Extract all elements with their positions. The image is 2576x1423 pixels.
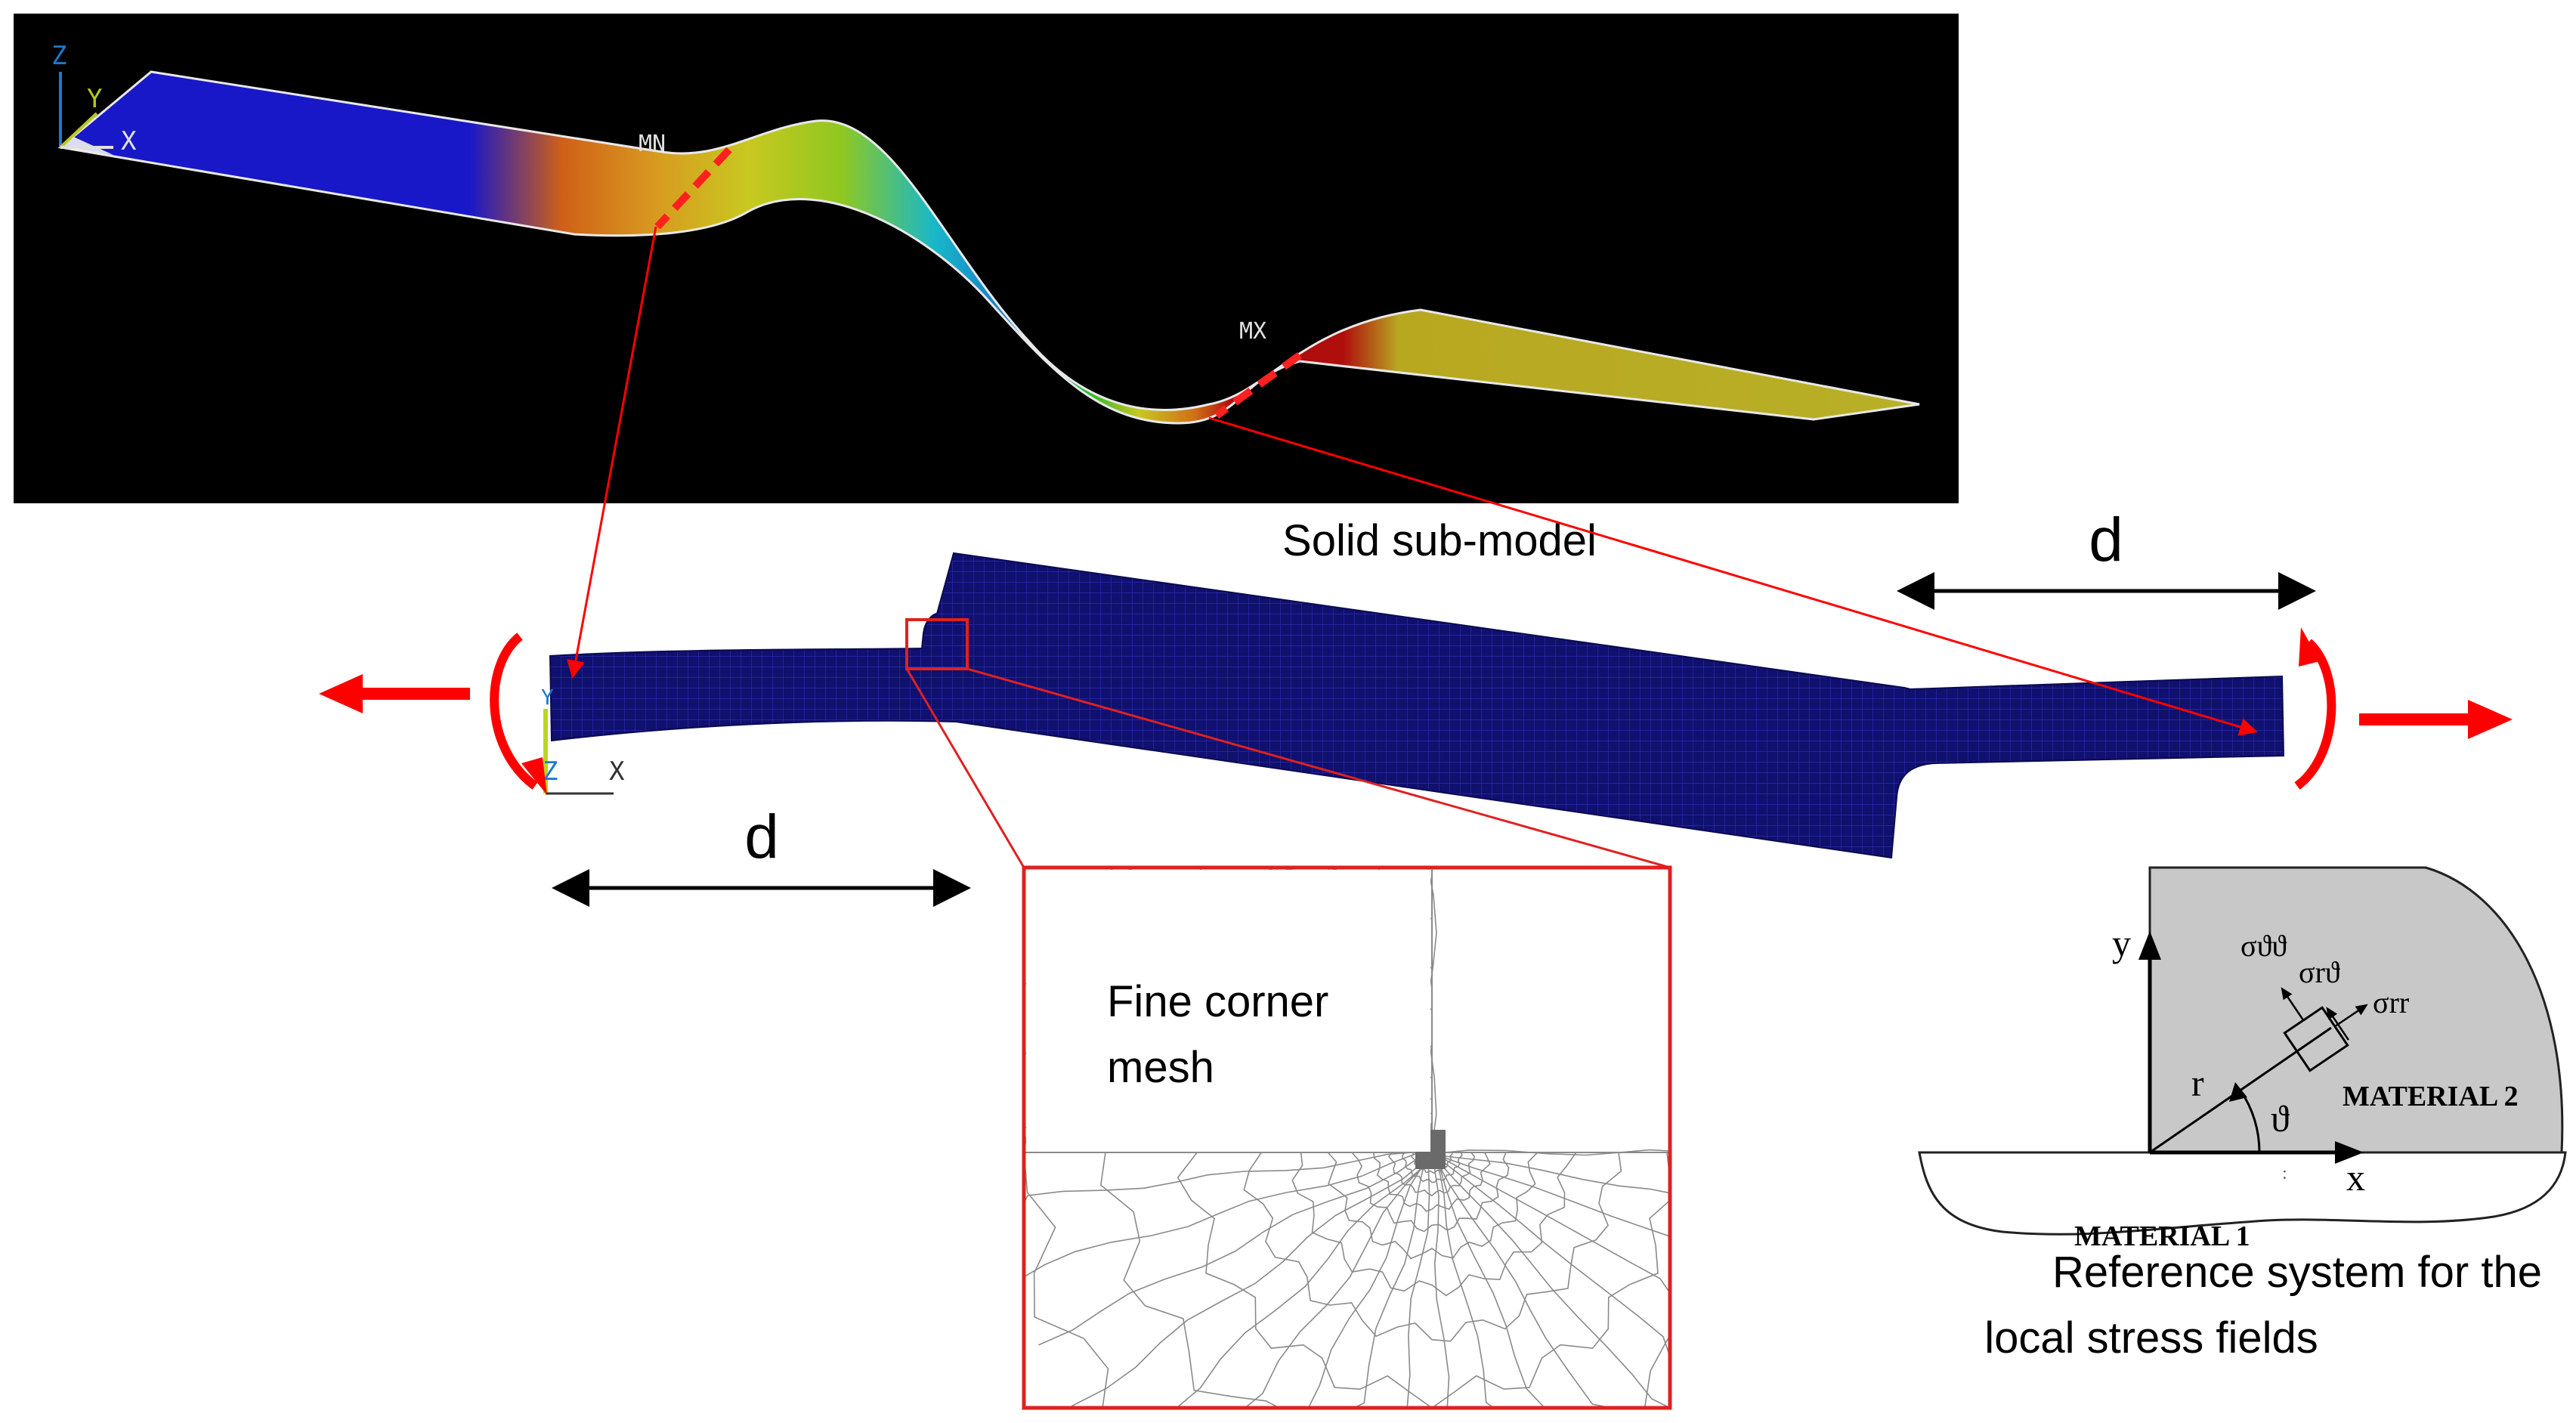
detail-caption-line1: Fine corner xyxy=(1107,977,1328,1026)
sigma-rr-label: σrr xyxy=(2373,985,2409,1019)
min-label: MN xyxy=(639,131,666,157)
origin-dots: : xyxy=(2282,1164,2287,1183)
solid-submodel: Solid sub-model Y Z X xyxy=(541,516,2285,859)
stress-element xyxy=(2281,987,2368,1072)
dimension-left: d xyxy=(552,803,971,907)
y-axis-line xyxy=(59,112,98,149)
detail-leader-right xyxy=(966,667,1671,869)
mesh-line xyxy=(1023,1150,1425,1204)
mesh-line xyxy=(1023,1150,1424,1278)
ref-x-axis-head xyxy=(2335,1141,2364,1164)
ref-y-label: y xyxy=(2112,922,2131,964)
global-panel-background xyxy=(14,14,1959,503)
submodel-triad-z-label: Z xyxy=(543,756,558,787)
r-label: r xyxy=(2191,1062,2204,1104)
theta-arc-head xyxy=(2229,1082,2247,1102)
submodel-triad: Y Z X xyxy=(541,685,625,795)
global-triad: Z Y X xyxy=(51,41,137,156)
dimension-right: d xyxy=(1897,506,2316,610)
global-shell-panel: Z Y X MN MX Global shell model xyxy=(14,14,1959,503)
mesh-line xyxy=(1072,1155,1431,1407)
corner-detail-marker xyxy=(905,618,969,670)
moment-arrow-left-head xyxy=(521,757,547,795)
connector-left xyxy=(567,226,657,679)
triad-x-label: X xyxy=(121,126,137,156)
cut-line-mn xyxy=(654,147,732,230)
detail-caption-line2: mesh xyxy=(1107,1043,1214,1092)
ref-y-axis-head xyxy=(2138,931,2161,960)
material1-label: MATERIAL 1 xyxy=(2074,1220,2250,1252)
mesh-line xyxy=(1038,1152,1426,1346)
load-arrows xyxy=(319,627,2513,795)
detail-leader-left xyxy=(905,668,1025,868)
submodel-triad-y-label: Y xyxy=(541,685,554,710)
sigma-rt-label: σrϑ xyxy=(2299,955,2340,989)
cut-line-mx xyxy=(1214,351,1302,419)
material2-label: MATERIAL 2 xyxy=(2343,1081,2519,1112)
theta-label: ϑ xyxy=(2271,1097,2290,1140)
moment-arrow-right-head xyxy=(2299,627,2320,667)
global-panel-title: Global shell model xyxy=(1532,57,1893,107)
sigma-tt-label: σϑϑ xyxy=(2240,929,2287,963)
reference-caption-line1: Reference system for the xyxy=(2052,1248,2542,1297)
corner-mesh-detail: Fine corner mesh xyxy=(1022,865,1672,1410)
tension-arrow-right-head xyxy=(2468,700,2513,739)
triad-y-label: Y xyxy=(87,84,102,114)
submodel-triad-x-label: X xyxy=(609,756,625,787)
max-label: MX xyxy=(1239,318,1266,345)
submodel-mesh-body xyxy=(549,552,2285,859)
mesh-void xyxy=(1026,870,1430,1152)
sigma-rt-arrowhead xyxy=(2326,1007,2338,1020)
connector-right xyxy=(1208,416,2258,736)
dimension-left-label: d xyxy=(744,803,779,871)
material1-region xyxy=(1918,1151,2567,1236)
shell-strip xyxy=(57,70,1920,425)
tension-arrow-left-head xyxy=(319,674,363,713)
reference-system: y x r ϑ σϑϑ σrϑ σrr MATERIAL 2 MATERIAL … xyxy=(1918,866,2567,1363)
reference-caption-line2: local stress fields xyxy=(1984,1313,2318,1363)
origin-highlight xyxy=(60,136,113,155)
submodel-title: Solid sub-model xyxy=(1282,516,1597,565)
moment-arrow-right xyxy=(2294,639,2336,790)
moment-arrow-left xyxy=(490,633,538,790)
sigma-rr-arrowhead xyxy=(2355,1004,2368,1016)
dimension-right-label: d xyxy=(2089,506,2123,574)
detail-border xyxy=(1022,865,1672,1410)
ref-x-label: x xyxy=(2346,1156,2365,1199)
connector-lines xyxy=(567,226,2258,869)
triad-z-label: Z xyxy=(51,41,66,71)
sigma-tt-arrowhead xyxy=(2281,987,2293,1001)
mesh-line xyxy=(1430,1152,1671,1409)
